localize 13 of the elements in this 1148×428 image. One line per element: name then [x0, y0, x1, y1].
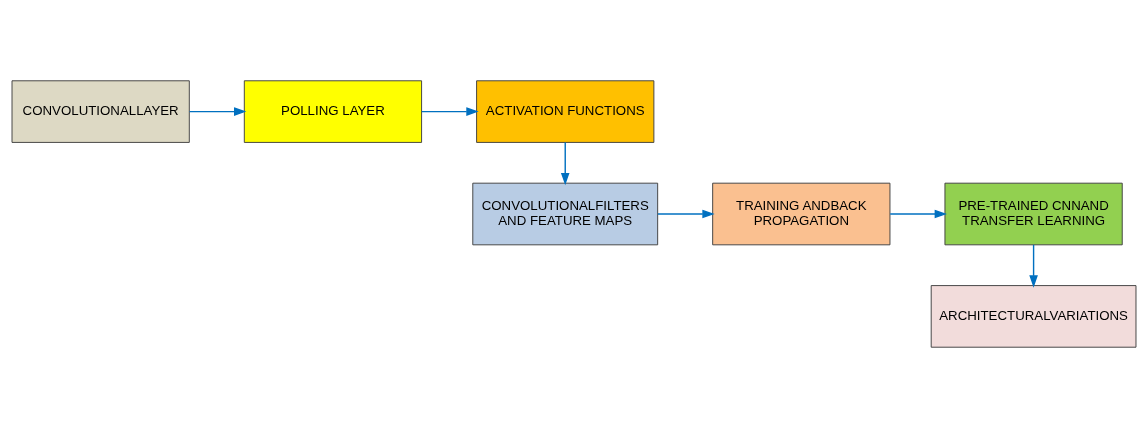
node-box: ARCHITECTURALVARIATIONS	[930, 285, 1137, 348]
node-box: ACTIVATION FUNCTIONS	[476, 80, 655, 143]
node-box: CONVOLUTIONALLAYER	[11, 80, 190, 143]
arrow	[560, 141, 570, 186]
node-box: POLLING LAYER	[243, 80, 423, 143]
arrow	[889, 209, 947, 219]
arrow	[657, 209, 715, 219]
arrow	[1029, 244, 1038, 288]
node-box: TRAINING ANDBACK PROPAGATION	[712, 182, 891, 246]
node-box: PRE-TRAINED CNNAND TRANSFER LEARNING	[944, 182, 1123, 246]
arrow	[421, 107, 479, 116]
arrow	[188, 107, 247, 116]
node-box: CONVOLUTIONALFILTERS AND FEATURE MAPS	[472, 182, 659, 246]
